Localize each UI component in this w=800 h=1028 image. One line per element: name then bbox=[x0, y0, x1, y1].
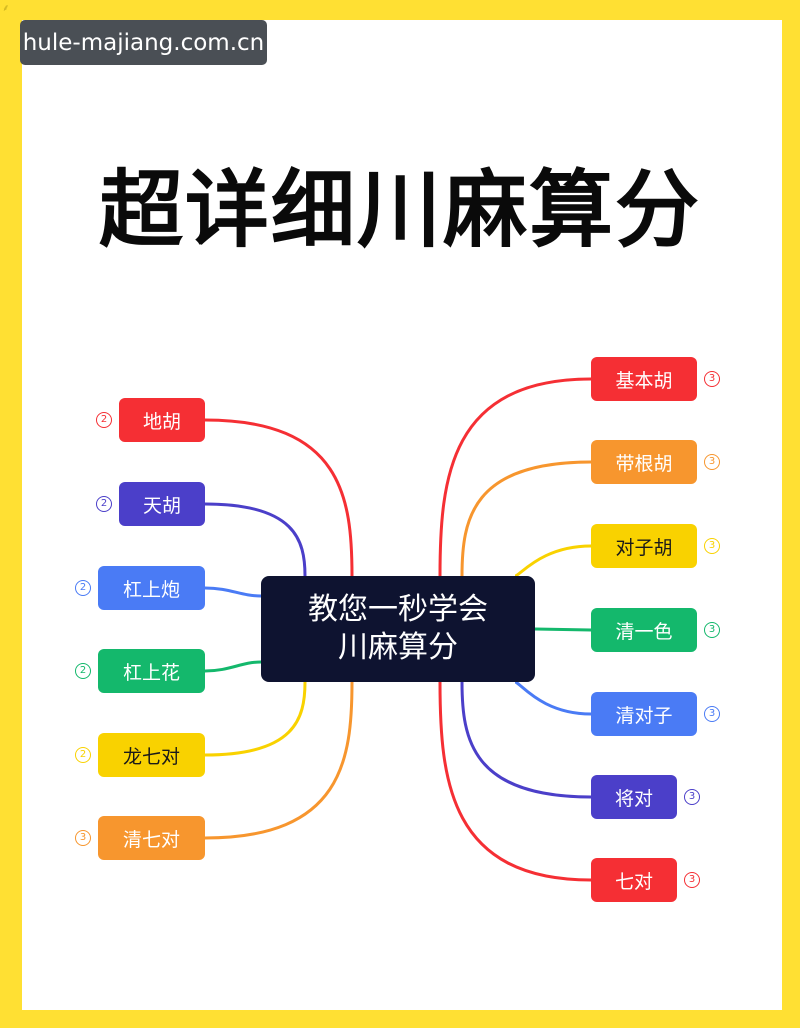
left-link-6 bbox=[204, 681, 354, 840]
corner-mark-icon: ⸙ bbox=[2, 3, 10, 14]
left-link-3 bbox=[204, 586, 262, 598]
page-title: 超详细川麻算分 bbox=[98, 161, 701, 259]
right-link-5 bbox=[514, 680, 592, 716]
left-link-2 bbox=[204, 502, 307, 577]
left-badge-4: 2 bbox=[75, 663, 91, 679]
left-badge-5: 2 bbox=[75, 747, 91, 763]
left-badge-1: 2 bbox=[96, 412, 112, 428]
left-node-2: 天胡 bbox=[119, 482, 205, 526]
right-link-3 bbox=[514, 544, 592, 578]
right-node-4: 清一色 bbox=[591, 608, 697, 652]
left-node-6: 清七对 bbox=[98, 816, 205, 860]
left-node-4: 杠上花 bbox=[98, 649, 205, 693]
right-node-2: 带根胡 bbox=[591, 440, 697, 484]
right-badge-2: 3 bbox=[704, 454, 720, 470]
right-node-6: 将对 bbox=[591, 775, 677, 819]
left-node-1: 地胡 bbox=[119, 398, 205, 442]
right-node-3: 对子胡 bbox=[591, 524, 697, 568]
left-link-4 bbox=[204, 660, 262, 673]
center-node-line-1: 教您一秒学会 bbox=[308, 592, 488, 627]
right-node-5: 清对子 bbox=[591, 692, 697, 736]
right-badge-6: 3 bbox=[684, 789, 700, 805]
site-watermark: hule-majiang.com.cn bbox=[20, 20, 267, 65]
right-node-7: 七对 bbox=[591, 858, 677, 902]
right-badge-3: 3 bbox=[704, 538, 720, 554]
left-badge-2: 2 bbox=[96, 496, 112, 512]
center-node-line-2: 川麻算分 bbox=[338, 630, 458, 665]
right-link-2 bbox=[460, 460, 592, 577]
right-link-4 bbox=[534, 627, 592, 632]
right-badge-5: 3 bbox=[704, 706, 720, 722]
right-badge-7: 3 bbox=[684, 872, 700, 888]
left-link-1 bbox=[204, 418, 354, 577]
right-link-7 bbox=[438, 681, 592, 882]
left-badge-3: 2 bbox=[75, 580, 91, 596]
right-link-1 bbox=[438, 377, 592, 577]
left-link-5 bbox=[204, 681, 307, 757]
right-badge-4: 3 bbox=[704, 622, 720, 638]
right-link-6 bbox=[460, 681, 592, 799]
left-badge-6: 3 bbox=[75, 830, 91, 846]
left-node-3: 杠上炮 bbox=[98, 566, 205, 610]
right-badge-1: 3 bbox=[704, 371, 720, 387]
center-node: 教您一秒学会 川麻算分 bbox=[261, 576, 535, 682]
left-node-5: 龙七对 bbox=[98, 733, 205, 777]
right-node-1: 基本胡 bbox=[591, 357, 697, 401]
